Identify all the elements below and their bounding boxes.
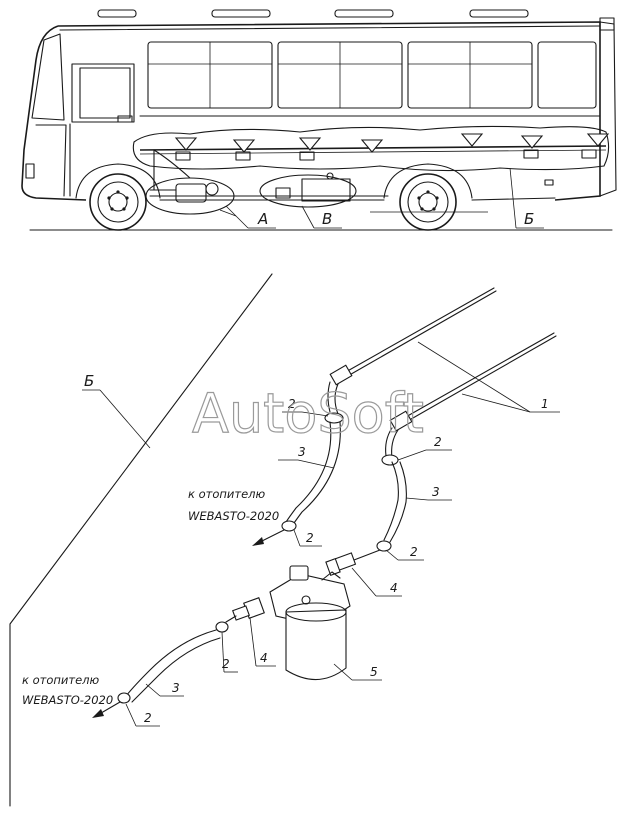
zone-label-b: Б [524,210,534,228]
callout-3-lower: 3 [172,681,180,695]
note-heater-2-line1: к отопителю [22,673,99,687]
connector-4-left [225,597,265,623]
filter-5 [269,565,351,681]
callout-5: 5 [370,665,378,679]
callout-4-left: 4 [260,651,268,665]
callout-3-right: 3 [432,485,440,499]
note-heater-1-line1: к отопителю [188,487,265,501]
callout-2-top: 2 [288,397,296,411]
callout-2-lower: 2 [222,657,230,671]
connector-4-right [325,549,381,576]
callout-2-bottom: 2 [144,711,152,725]
view-label-b: Б [84,372,94,390]
pipe-fitting-lower [381,410,413,466]
pipe-fitting-upper [324,364,353,424]
zone-label-v: В [322,210,332,228]
callout-2-upper-left: 2 [306,531,314,545]
zone-label-a: А [257,210,268,228]
note-heater-1-line2: WEBASTO-2020 [188,509,279,523]
watermark: AutoSoft [192,382,424,445]
callout-4-right: 4 [390,581,398,595]
callout-3-upper: 3 [298,445,306,459]
callout-1: 1 [541,397,549,411]
callout-2-right-bottom: 2 [410,545,418,559]
note-heater-2-line2: WEBASTO-2020 [22,693,113,707]
detail-view-b: Б [9,273,560,807]
bus-side-view: А В Б [21,9,617,231]
callout-2-right-top: 2 [434,435,442,449]
